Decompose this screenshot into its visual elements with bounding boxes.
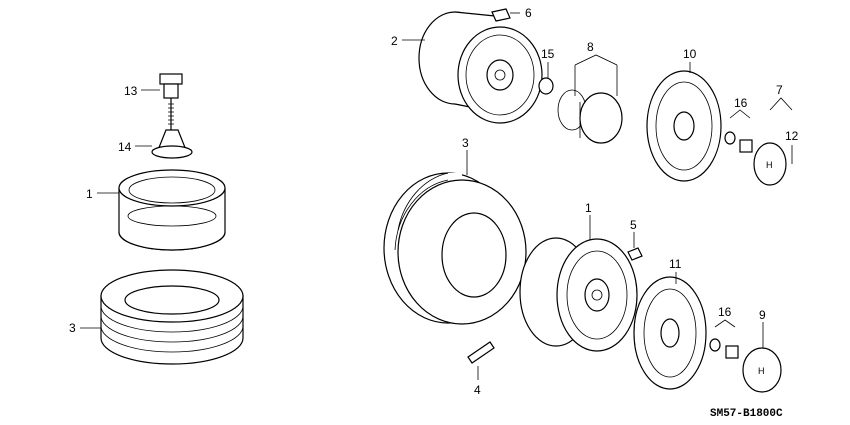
part-8-center-cap: [557, 54, 623, 144]
part-2-wheel: [402, 11, 543, 124]
callout-4: 4: [474, 383, 481, 397]
part-3-tire: [383, 150, 527, 325]
diagram-code: SM57-B1800C: [710, 408, 783, 420]
part-9-center-cap: H: [742, 322, 782, 393]
callout-8: 8: [587, 40, 594, 54]
part-4-valve: [467, 341, 495, 380]
callout-6: 6: [525, 6, 532, 20]
part-5-clip: [627, 232, 643, 261]
callout-16-upper: 16: [734, 96, 748, 110]
part-14-nut: [135, 129, 193, 159]
callout-15: 15: [541, 47, 555, 61]
callout-3: 3: [69, 321, 76, 335]
part-10-wheel-cover: [646, 62, 722, 182]
part-15-nut: [538, 62, 554, 95]
callout-10: 10: [683, 47, 697, 61]
callout-2: 2: [391, 34, 398, 48]
cap-logo: H: [758, 366, 765, 376]
part-13-bolt: [141, 73, 183, 130]
callout-5: 5: [630, 218, 637, 232]
callout-1-right: 1: [585, 201, 592, 215]
part-1-spare-wheel: [97, 169, 226, 251]
callout-11: 11: [669, 257, 682, 271]
part-11-wheel-cover: [633, 272, 707, 390]
callout-3-right: 3: [462, 136, 469, 150]
part-16-nut-lower: [709, 319, 739, 359]
callout-12: 12: [785, 129, 799, 143]
part-16-nut-upper: [724, 109, 753, 153]
callout-7: 7: [776, 83, 783, 97]
callout-14: 14: [118, 140, 132, 154]
callout-13: 13: [124, 84, 138, 98]
callout-labels: 13 14 1 3 2 6 15 8 10 16 7 12 3 1 5 11 1…: [69, 6, 799, 397]
part-1-wheel: [519, 215, 638, 352]
callout-16-lower: 16: [718, 305, 732, 319]
part-3-spare-tire: [80, 269, 244, 365]
part-6-clip: [491, 8, 520, 22]
cap-logo: H: [766, 160, 773, 170]
callout-1: 1: [86, 187, 93, 201]
callout-9: 9: [759, 308, 766, 322]
part-7-cap: H: [753, 97, 793, 186]
